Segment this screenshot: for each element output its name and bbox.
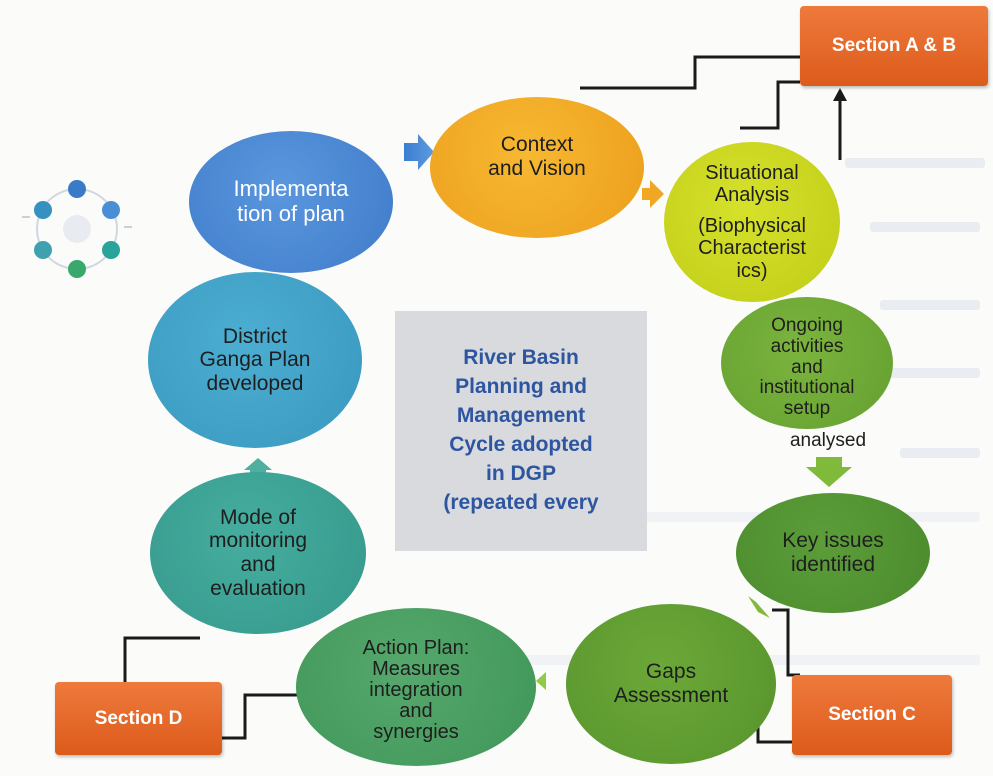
monitoring-node: Mode of monitoring and evaluation <box>150 472 366 634</box>
implementation-label: Implementa tion of plan <box>233 176 349 226</box>
implementation-node: Implementa tion of plan <box>189 131 393 273</box>
arrow-up-icon <box>244 458 272 476</box>
gaps-assessment-node: Gaps Assessment <box>566 604 776 764</box>
section-a-b-label: Section A & B <box>831 35 957 56</box>
district-plan-label: District Ganga Plan developed <box>199 324 311 395</box>
connector-line <box>580 55 800 90</box>
arrow-down-icon <box>806 457 852 487</box>
center-title: River Basin Planning and Management Cycl… <box>443 346 599 514</box>
arrow-up-icon <box>833 88 847 101</box>
monitoring-label: Mode of monitoring and evaluation <box>208 505 308 600</box>
section-d-box: Section D <box>55 682 222 755</box>
ongoing-activities-tail: analysed <box>789 430 867 451</box>
connector-line <box>772 608 800 677</box>
section-c-box: Section C <box>792 675 952 755</box>
context-vision-node: Context and Vision <box>430 97 644 238</box>
ongoing-activities-label: Ongoing activities and institutional set… <box>759 314 855 420</box>
arrow-diagonal-icon <box>748 596 770 618</box>
section-c-label: Section C <box>828 704 916 725</box>
gaps-assessment-label: Gaps Assessment <box>613 660 729 707</box>
faint-line <box>880 300 980 310</box>
ongoing-activities-node: Ongoing activities and institutional set… <box>721 297 893 429</box>
action-plan-node: Action Plan: Measures integration and sy… <box>296 608 536 766</box>
arrow-right-icon <box>404 134 434 170</box>
context-vision-label: Context and Vision <box>488 132 586 180</box>
faint-line <box>870 222 980 232</box>
key-issues-label: Key issues identified <box>782 529 884 576</box>
section-d-label: Section D <box>94 707 183 729</box>
cycle-diagram-thumbnail <box>22 180 132 278</box>
center-title-box: River Basin Planning and Management Cycl… <box>395 311 647 551</box>
section-a-b-box: Section A & B <box>800 6 988 86</box>
connector-line <box>222 693 298 740</box>
connector-line <box>740 80 800 130</box>
situational-analysis-node: Situational Analysis (Biophysical Charac… <box>664 142 840 302</box>
situational-analysis-label: Situational Analysis <box>705 162 799 207</box>
situational-detail-label: (Biophysical Characterist ics) <box>698 214 806 282</box>
faint-line <box>845 158 985 168</box>
faint-line <box>480 512 980 522</box>
key-issues-node: Key issues identified <box>736 493 930 613</box>
connector-line <box>123 636 200 685</box>
faint-line <box>880 368 980 378</box>
action-plan-label: Action Plan: Measures integration and sy… <box>362 636 470 743</box>
faint-line <box>900 448 980 458</box>
district-plan-node: District Ganga Plan developed <box>148 272 362 448</box>
arrow-left-icon <box>536 672 546 690</box>
arrow-right-icon <box>642 180 664 208</box>
